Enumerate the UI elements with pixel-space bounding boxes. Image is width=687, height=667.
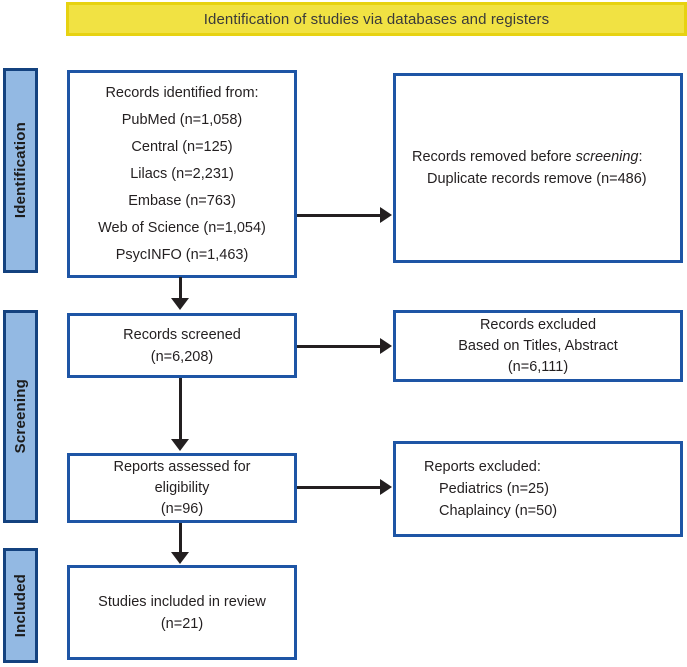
box-records-identified: Records identified from: PubMed (n=1,058… [67, 70, 297, 278]
box-records-removed: Records removed before screening: Duplic… [393, 73, 683, 263]
stage-screening: Screening [3, 310, 38, 523]
records-removed-line1: Records removed before screening: [412, 146, 674, 168]
reports-excluded-pediatrics: Pediatrics (n=25) [439, 481, 550, 497]
records-removed-line2: Duplicate records remove (n=486) [427, 171, 647, 187]
records-removed-prefix: Records removed before [412, 149, 576, 165]
box-records-screened: Records screened (n=6,208) [67, 313, 297, 378]
stage-screening-label: Screening [12, 379, 29, 454]
source-web-of-science: Web of Science (n=1,054) [98, 219, 266, 236]
records-excluded-line1: Records excluded [479, 316, 597, 333]
records-identified-title: Records identified from: [105, 84, 259, 101]
records-screened-line2: (n=6,208) [150, 348, 214, 365]
stage-identification: Identification [3, 68, 38, 273]
box-reports-excluded: Reports excluded: Pediatrics (n=25) Chap… [393, 441, 683, 537]
records-excluded-line2: Based on Titles, Abstract [458, 337, 618, 354]
stage-identification-label: Identification [12, 122, 29, 219]
box-records-excluded: Records excluded Based on Titles, Abstra… [393, 310, 683, 382]
reports-assessed-line3: (n=96) [160, 500, 204, 517]
records-screened-line1: Records screened [123, 326, 241, 343]
stage-included: Included [3, 548, 38, 663]
source-central: Central (n=125) [131, 138, 233, 155]
reports-assessed-line2: eligibility [154, 479, 210, 496]
banner-title: Identification of studies via databases … [66, 2, 687, 36]
source-psycinfo: PsycINFO (n=1,463) [115, 246, 249, 263]
records-removed-suffix: : [638, 149, 643, 165]
reports-assessed-line1: Reports assessed for [113, 458, 251, 475]
source-embase: Embase (n=763) [128, 192, 236, 209]
studies-included-line2: (n=21) [160, 615, 204, 632]
box-reports-assessed: Reports assessed for eligibility (n=96) [67, 453, 297, 523]
records-excluded-line3: (n=6,111) [507, 358, 569, 375]
records-removed-italic: screening [575, 149, 639, 165]
studies-included-line1: Studies included in review [98, 593, 266, 610]
stage-included-label: Included [12, 573, 29, 638]
source-pubmed: PubMed (n=1,058) [121, 111, 243, 128]
reports-excluded-chaplaincy: Chaplaincy (n=50) [439, 503, 558, 519]
reports-excluded-title: Reports excluded: [424, 459, 541, 475]
source-lilacs: Lilacs (n=2,231) [130, 165, 234, 182]
box-studies-included: Studies included in review (n=21) [67, 565, 297, 660]
